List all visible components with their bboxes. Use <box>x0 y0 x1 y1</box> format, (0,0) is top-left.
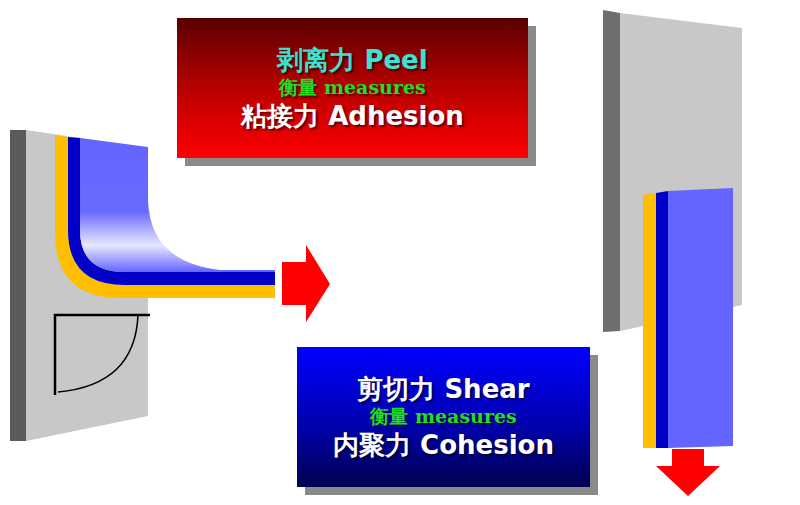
tape-backing <box>656 191 668 448</box>
relation-text: 衡量 measures <box>279 76 425 100</box>
force-label: 剪切力 Shear <box>357 373 529 406</box>
relation-text: 衡量 measures <box>370 405 516 429</box>
angle-arc <box>58 315 138 392</box>
force-label: 粘接力 Adhesion <box>241 100 464 133</box>
force-label: 内聚力 Cohesion <box>333 429 554 462</box>
force-label: 剥离力 Peel <box>277 44 427 77</box>
peel-box: 剥离力 Peel衡量 measures粘接力 Adhesion <box>177 18 528 158</box>
tape-face <box>220 270 275 272</box>
pull-arrow <box>282 245 330 322</box>
adhesive-end <box>220 285 275 298</box>
angle-symbol <box>55 315 150 395</box>
panel-edge <box>603 10 620 332</box>
adhesive-layer <box>643 193 656 448</box>
pull-arrow <box>656 449 720 496</box>
tape-face <box>668 188 733 448</box>
panel-edge <box>10 130 26 441</box>
shear-box: 剪切力 Shear衡量 measures内聚力 Cohesion <box>297 347 590 487</box>
